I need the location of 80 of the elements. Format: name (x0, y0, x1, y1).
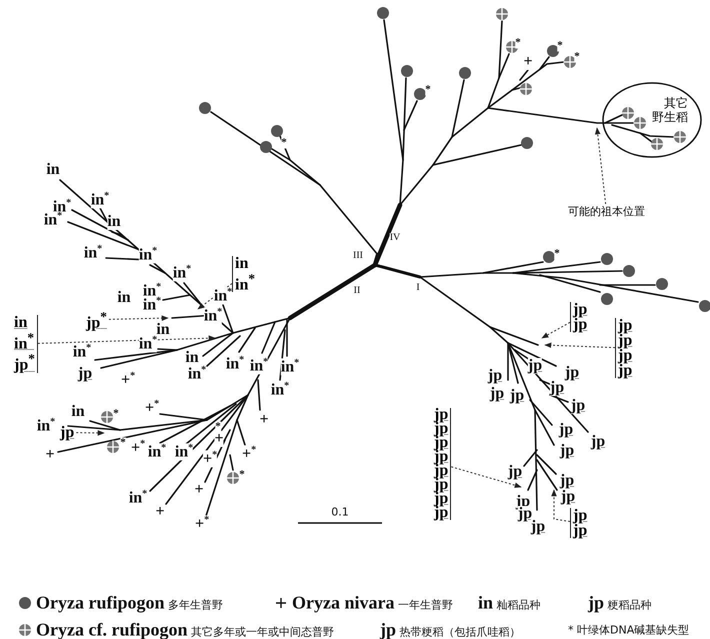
taxon-label: jp (510, 388, 524, 404)
leader-arrow (544, 342, 616, 348)
leader-arrow (450, 466, 522, 488)
taxon-label: jp (550, 380, 564, 396)
taxon-label: jp (434, 422, 448, 436)
clade-label: IV (390, 233, 400, 243)
taxon-label: jp (518, 506, 532, 522)
taxon-label: in$^{*}$ (172, 264, 192, 282)
taxon-label: jp (490, 386, 504, 402)
asterisk-label: * (557, 40, 563, 52)
taxon-label: jp (618, 318, 632, 333)
asterisk-label: * (574, 52, 580, 62)
taxon-label: jp$^{*}$ (14, 351, 35, 373)
taxon-label: in$^{*}$ (214, 287, 232, 305)
taxon-label: jp (434, 436, 448, 450)
legend-entry: * 叶绿体DNA碱基缺失型 (568, 622, 690, 638)
taxon-label: in$^{*}$ (204, 307, 222, 325)
taxon-label: jp (488, 368, 502, 384)
annotation-text: 可能的祖本位置 (568, 204, 645, 219)
clade-label: III (353, 251, 363, 261)
taxon-label: jp (558, 422, 574, 438)
legend-entry: jp 粳稻品种 (588, 592, 652, 614)
legend-entry: in 籼稻品种 (478, 592, 541, 614)
leader-arrow (37, 335, 216, 344)
taxon-label: jp (508, 464, 522, 480)
taxon-label: jp (573, 508, 588, 523)
leader-arrow (594, 127, 606, 204)
legend-entry: jp 热带粳稻（包括爪哇稻） (380, 620, 521, 639)
taxon-label: in$^{*}$ (90, 191, 110, 209)
taxon-label: jp (590, 434, 606, 450)
clade-label: II (354, 286, 360, 296)
taxon-label: jp (530, 519, 546, 535)
taxon-label: jp (573, 302, 588, 317)
taxon-label: in$^{*}$ (138, 246, 158, 264)
taxon-label: jp (560, 443, 574, 459)
taxon-label: in (107, 214, 121, 230)
taxon-label: jp (618, 363, 632, 378)
taxon-label: jp (573, 317, 588, 332)
taxon-label: jp (618, 333, 632, 348)
taxon-label: in$^{*}$ (14, 330, 35, 352)
taxon-label: jp (434, 492, 448, 506)
taxon-label: in (14, 315, 28, 330)
taxon-label: jp (434, 478, 448, 492)
taxon-label: jp (573, 523, 588, 538)
leader-arrow (541, 322, 570, 338)
taxon-label: jp (434, 464, 448, 478)
taxon-label: in$^{*}$ (174, 443, 194, 461)
taxon-label: in$^{*}$ (235, 271, 256, 292)
taxon-label: jp$^{*}$ (86, 309, 107, 330)
asterisk-label: * (281, 138, 287, 148)
scale-label: 0.1 (331, 506, 349, 518)
taxon-label: +$^{*}$ (202, 450, 218, 468)
taxon-label: in$^{*}$ (138, 335, 158, 353)
taxon-label: jp (564, 365, 580, 381)
leader-arrow (551, 489, 570, 522)
clade-label: I (416, 283, 420, 293)
taxon-label: jp (528, 358, 542, 374)
taxon-label: jp (560, 473, 574, 489)
leader-arrow (197, 283, 232, 310)
asterisk-label: * (554, 248, 560, 260)
taxon-label: jp (434, 506, 448, 520)
bracket-group (12, 315, 38, 373)
taxon-label: jp (434, 450, 448, 464)
asterisk-label: * (425, 84, 431, 96)
taxon-label: in$^{*}$ (280, 358, 300, 376)
taxon-label: + (523, 54, 533, 70)
taxon-label: + (214, 431, 224, 447)
asterisk-label: * (515, 38, 521, 48)
group-label: 其它野生稻 (652, 96, 689, 124)
legend-entry: Oryza rufipogon 多年生普野 (36, 592, 223, 614)
bracket-group (570, 508, 590, 538)
taxon-label: jp (570, 398, 586, 414)
taxon-label: in (235, 256, 250, 271)
taxon-label: jp (618, 348, 632, 363)
leader-arrow (108, 315, 169, 321)
legend-entry: Oryza nivara 一年生普野 (292, 592, 453, 614)
taxon-label: in$^{*}$ (250, 357, 268, 375)
taxon-label: jp (560, 489, 576, 505)
taxon-label: jp (78, 366, 92, 382)
taxon-label: jp (434, 408, 448, 422)
